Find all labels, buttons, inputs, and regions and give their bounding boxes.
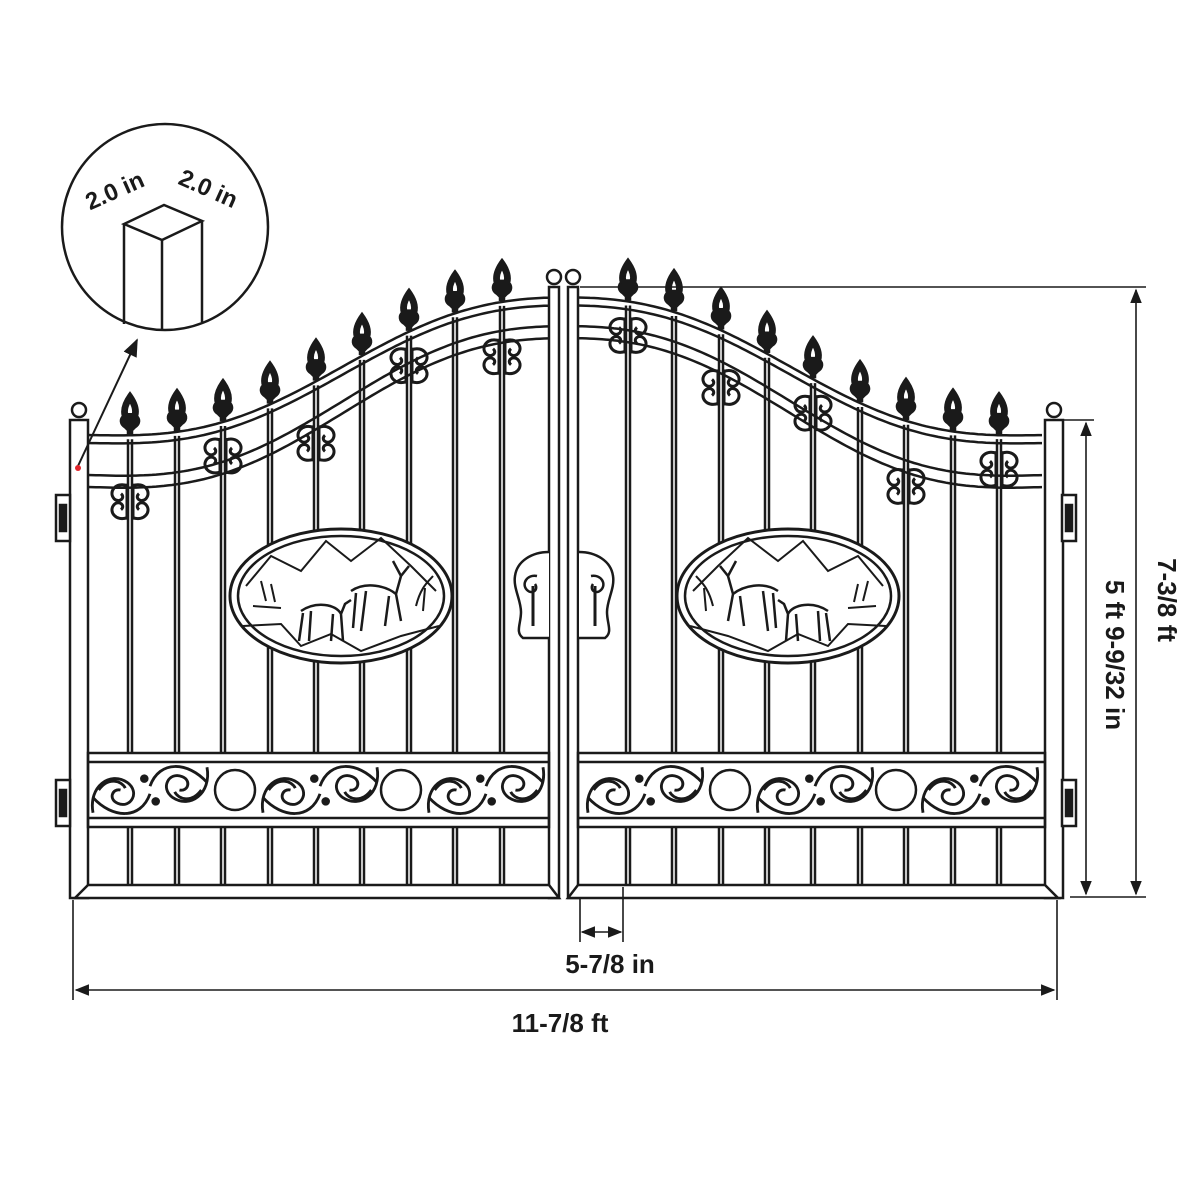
latch-swirl <box>523 574 538 594</box>
right-post-cap <box>1045 401 1063 419</box>
left-post <box>68 418 90 900</box>
hinge-pin <box>58 503 68 533</box>
post-callout-dot <box>75 465 81 471</box>
stag-figure <box>350 560 410 632</box>
foliage-detail <box>252 575 434 612</box>
spear-finial-icon <box>398 288 420 331</box>
ring-ornament <box>213 768 257 812</box>
left-bottom-rail <box>71 883 562 900</box>
spear-finial-icon <box>988 391 1010 435</box>
medallion-inner-ring <box>683 534 893 658</box>
medallion-inner-ring <box>236 534 446 658</box>
foliage-detail <box>695 575 877 612</box>
ring-ornament <box>379 768 423 812</box>
spear-finial-icon <box>663 268 685 312</box>
scroll-ornament-icon <box>755 765 875 815</box>
spear-finial-icon <box>849 359 871 403</box>
scroll-ornament-icon <box>886 466 926 506</box>
hinge-pin <box>58 788 68 818</box>
spear-finial-icon <box>710 287 732 330</box>
scroll-ornament-icon <box>920 765 1040 815</box>
right-stile-cap <box>564 268 582 286</box>
picket-spacing-label: 5-7/8 in <box>565 949 655 979</box>
stag-figure <box>719 560 779 632</box>
latch-icon <box>578 550 615 640</box>
post-detail-callout: 2.0 in 2.0 in <box>60 122 270 471</box>
hinge-pin <box>1064 788 1074 818</box>
hinge-pin <box>1064 503 1074 533</box>
dimension-lines <box>72 286 1146 1000</box>
right-center-stile <box>566 285 580 900</box>
spear-finial-icon <box>259 361 281 404</box>
scroll-ornament-icon <box>426 765 546 815</box>
right-bottom-rail <box>565 883 1062 900</box>
left-stile-cap <box>545 268 563 286</box>
mountain-outline <box>245 536 437 592</box>
scroll-ornament-icon <box>608 315 648 355</box>
spear-finial-icon <box>212 378 234 422</box>
doe-figure <box>777 598 832 642</box>
spear-finial-icon <box>444 270 466 313</box>
post-detail-circle <box>60 122 270 332</box>
deer-medallion-icon <box>675 527 901 665</box>
spear-finial-icon <box>942 388 964 431</box>
mountain-outline <box>692 536 884 592</box>
scroll-ornament-icon <box>110 482 150 522</box>
left-post-cap <box>70 401 88 419</box>
left-decor-band <box>86 751 551 829</box>
spear-finial-icon <box>617 258 639 301</box>
side-height-label: 5 ft 9-9/32 in <box>1100 580 1130 730</box>
spear-finial-icon <box>119 392 141 435</box>
scroll-ornament-icon <box>389 346 429 386</box>
total-width-label: 11-7/8 ft <box>512 1008 609 1038</box>
scroll-ornament-icon <box>585 765 705 815</box>
scroll-ornament-icon <box>90 765 210 815</box>
latch-swirl <box>590 574 605 594</box>
post-callout-arrow <box>77 338 138 467</box>
total-height-label: 7-3/8 ft <box>1152 558 1182 642</box>
spear-finial-icon <box>802 335 824 379</box>
latch-icon <box>513 550 550 640</box>
ring-ornament <box>708 768 752 812</box>
ring-ornament <box>874 768 918 812</box>
spear-finial-icon <box>756 310 778 353</box>
scroll-ornament-icon <box>260 765 380 815</box>
deer-medallion-icon <box>228 527 454 665</box>
scroll-ornament-icon <box>979 449 1019 489</box>
spear-finial-icon <box>491 258 513 302</box>
left-center-stile <box>547 285 561 900</box>
post-cube-icon <box>120 203 206 330</box>
spear-finial-icon <box>166 388 188 432</box>
right-decor-band <box>576 751 1047 829</box>
spear-finial-icon <box>895 377 917 421</box>
spear-finial-icon <box>351 312 373 356</box>
doe-figure <box>297 598 352 642</box>
right-post <box>1043 418 1065 900</box>
spear-finial-icon <box>305 338 327 381</box>
